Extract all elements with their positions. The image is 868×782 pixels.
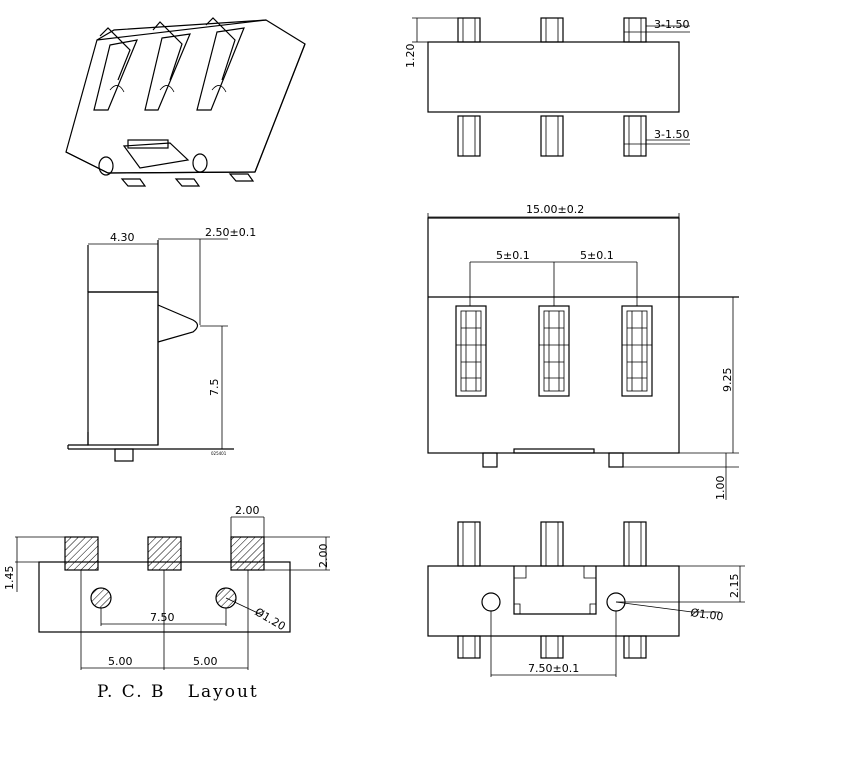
dim-hole-spacing: 7.50 xyxy=(150,611,175,624)
pcb-pad-2 xyxy=(147,536,182,571)
pcb-pad-3 xyxy=(230,536,265,571)
dim-bottom-height: 2.15 xyxy=(728,574,741,599)
contact-window-2 xyxy=(538,305,570,397)
dim-pcb-offset: 1.45 xyxy=(3,566,16,591)
dim-pad-height: 2.00 xyxy=(317,544,330,569)
dim-front-height: 9.25 xyxy=(721,368,734,393)
side-view: 4.30 2.50±0.1 7.5 025401 xyxy=(67,226,256,462)
contact-window-1 xyxy=(455,305,487,397)
dim-hole-dia: Ø1.20 xyxy=(253,605,288,633)
part-mark: 025401 xyxy=(211,451,227,456)
dim-bottom-hole-spacing: 7.50±0.1 xyxy=(528,662,579,675)
dim-pin-width-upper: 3-1.50 xyxy=(654,18,689,31)
contact-window-3 xyxy=(621,305,653,397)
dim-front-pin-height: 1.00 xyxy=(714,476,727,501)
isometric-view xyxy=(65,17,306,187)
dim-pin-width-lower: 3-1.50 xyxy=(654,128,689,141)
pcb-hole-1 xyxy=(90,587,112,609)
bottom-view: 2.15 Ø1.00 7.50±0.1 xyxy=(427,521,745,677)
top-view: 1.20 3-1.50 3-1.50 xyxy=(404,17,690,157)
dim-top-height: 1.20 xyxy=(404,44,417,69)
dim-side-height: 7.5 xyxy=(208,379,221,397)
dim-pcb-pitch-left: 5.00 xyxy=(108,655,133,668)
pcb-layout-view: 1.45 2.00 2.00 7.50 Ø1.20 5.00 5.00 P. C… xyxy=(3,504,330,702)
dim-pad-width: 2.00 xyxy=(235,504,260,517)
bottom-hole-1 xyxy=(481,592,501,612)
front-view: 15.00±0.2 5±0.1 5±0.1 9.25 1.00 xyxy=(427,203,739,501)
dim-front-width: 15.00±0.2 xyxy=(526,203,584,216)
pcb-layout-title: P. C. B Layout xyxy=(97,682,259,702)
dim-bottom-hole-dia: Ø1.00 xyxy=(690,606,725,623)
dim-pcb-pitch-right: 5.00 xyxy=(193,655,218,668)
pcb-pad-1 xyxy=(64,536,99,571)
dim-contact-travel: 2.50±0.1 xyxy=(205,226,256,239)
dim-pitch-right: 5±0.1 xyxy=(580,249,614,262)
dim-pitch-left: 5±0.1 xyxy=(496,249,530,262)
dim-side-depth: 4.30 xyxy=(110,231,135,244)
